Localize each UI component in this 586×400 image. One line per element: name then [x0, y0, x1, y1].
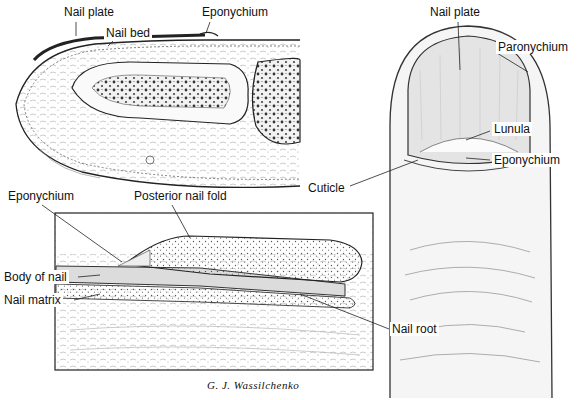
part-label: Posterior nail fold	[132, 189, 229, 203]
thumb-view	[390, 26, 552, 398]
signature: G. J. Wassilchenko	[205, 378, 301, 392]
part-label: Nail plate	[428, 5, 482, 19]
leader-lines	[42, 22, 528, 329]
part-label: Paronychium	[496, 40, 570, 54]
part-label: Body of nail	[2, 270, 69, 284]
part-label: Nail plate	[62, 5, 116, 19]
inset-nail-fold	[55, 213, 373, 370]
part-label: Nail bed	[104, 26, 152, 40]
part-label: Eponychium	[200, 5, 270, 19]
part-label: Nail root	[390, 322, 439, 336]
part-label: Eponychium	[6, 189, 76, 203]
part-label: Eponychium	[492, 153, 562, 167]
part-label: Cuticle	[306, 181, 347, 195]
part-label: Nail matrix	[2, 293, 63, 307]
part-label: Lunula	[492, 122, 532, 136]
fingertip-section	[16, 32, 300, 187]
